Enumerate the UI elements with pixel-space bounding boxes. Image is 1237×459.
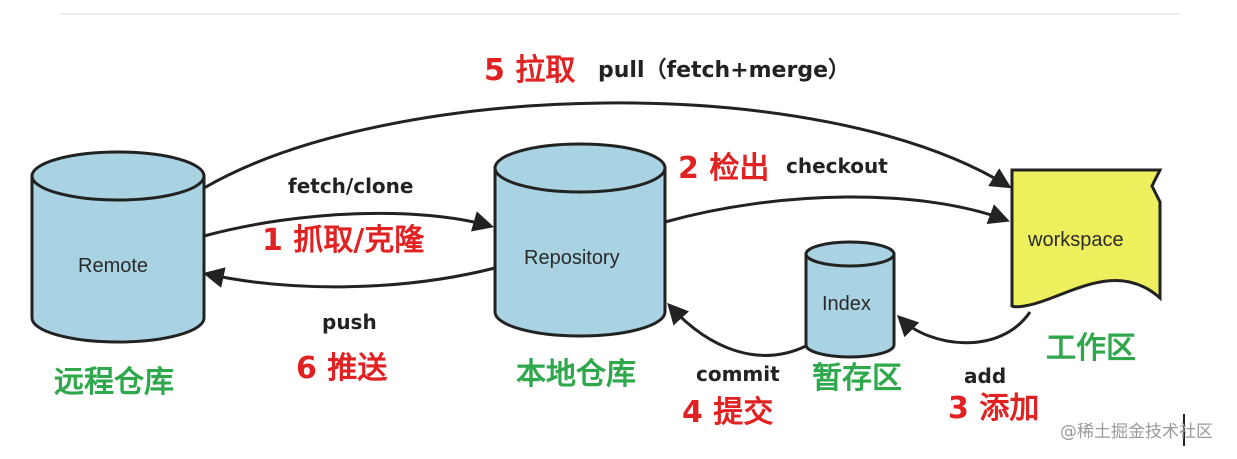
commit-command-label: commit [696,362,780,386]
commit-step-label: 4 提交 [682,395,774,430]
fetch-command-label: fetch/clone [288,174,414,198]
checkout-step-label: 2 检出 [678,151,770,186]
add-step-label: 3 添加 [948,391,1040,426]
push-command-label: push [322,310,377,334]
local-area-label: 本地仓库 [516,357,636,392]
pull-command-label: pull（fetch+merge） [598,58,851,83]
staging-area-label: 暂存区 [812,361,902,396]
checkout-arrow [664,195,1010,224]
pull-arrow [203,101,1012,190]
pull-step-label: 5 拉取 [484,53,576,88]
remote-label: Remote [78,255,149,277]
remote-cylinder [30,150,206,344]
add-command-label: add [964,364,1007,388]
work-area-label: 工作区 [1046,331,1136,366]
remote-area-label: 远程仓库 [54,365,174,400]
checkout-command-label: checkout [786,154,888,178]
commit-arrow [667,302,807,357]
fetch-step-label: 1 抓取/克隆 [262,223,425,258]
repository-label: Repository [524,247,620,269]
push-step-label: 6 推送 [296,351,388,386]
index-cylinder [804,240,896,359]
fetch-clone-arrow [203,211,495,238]
push-arrow [202,266,496,289]
workspace-label: workspace [1028,229,1124,251]
workspace-document [1010,168,1163,309]
index-label: Index [822,293,871,315]
repository-cylinder [493,142,667,338]
watermark: @稀土掘金技术社区 [1060,422,1213,442]
add-arrow [897,311,1032,345]
